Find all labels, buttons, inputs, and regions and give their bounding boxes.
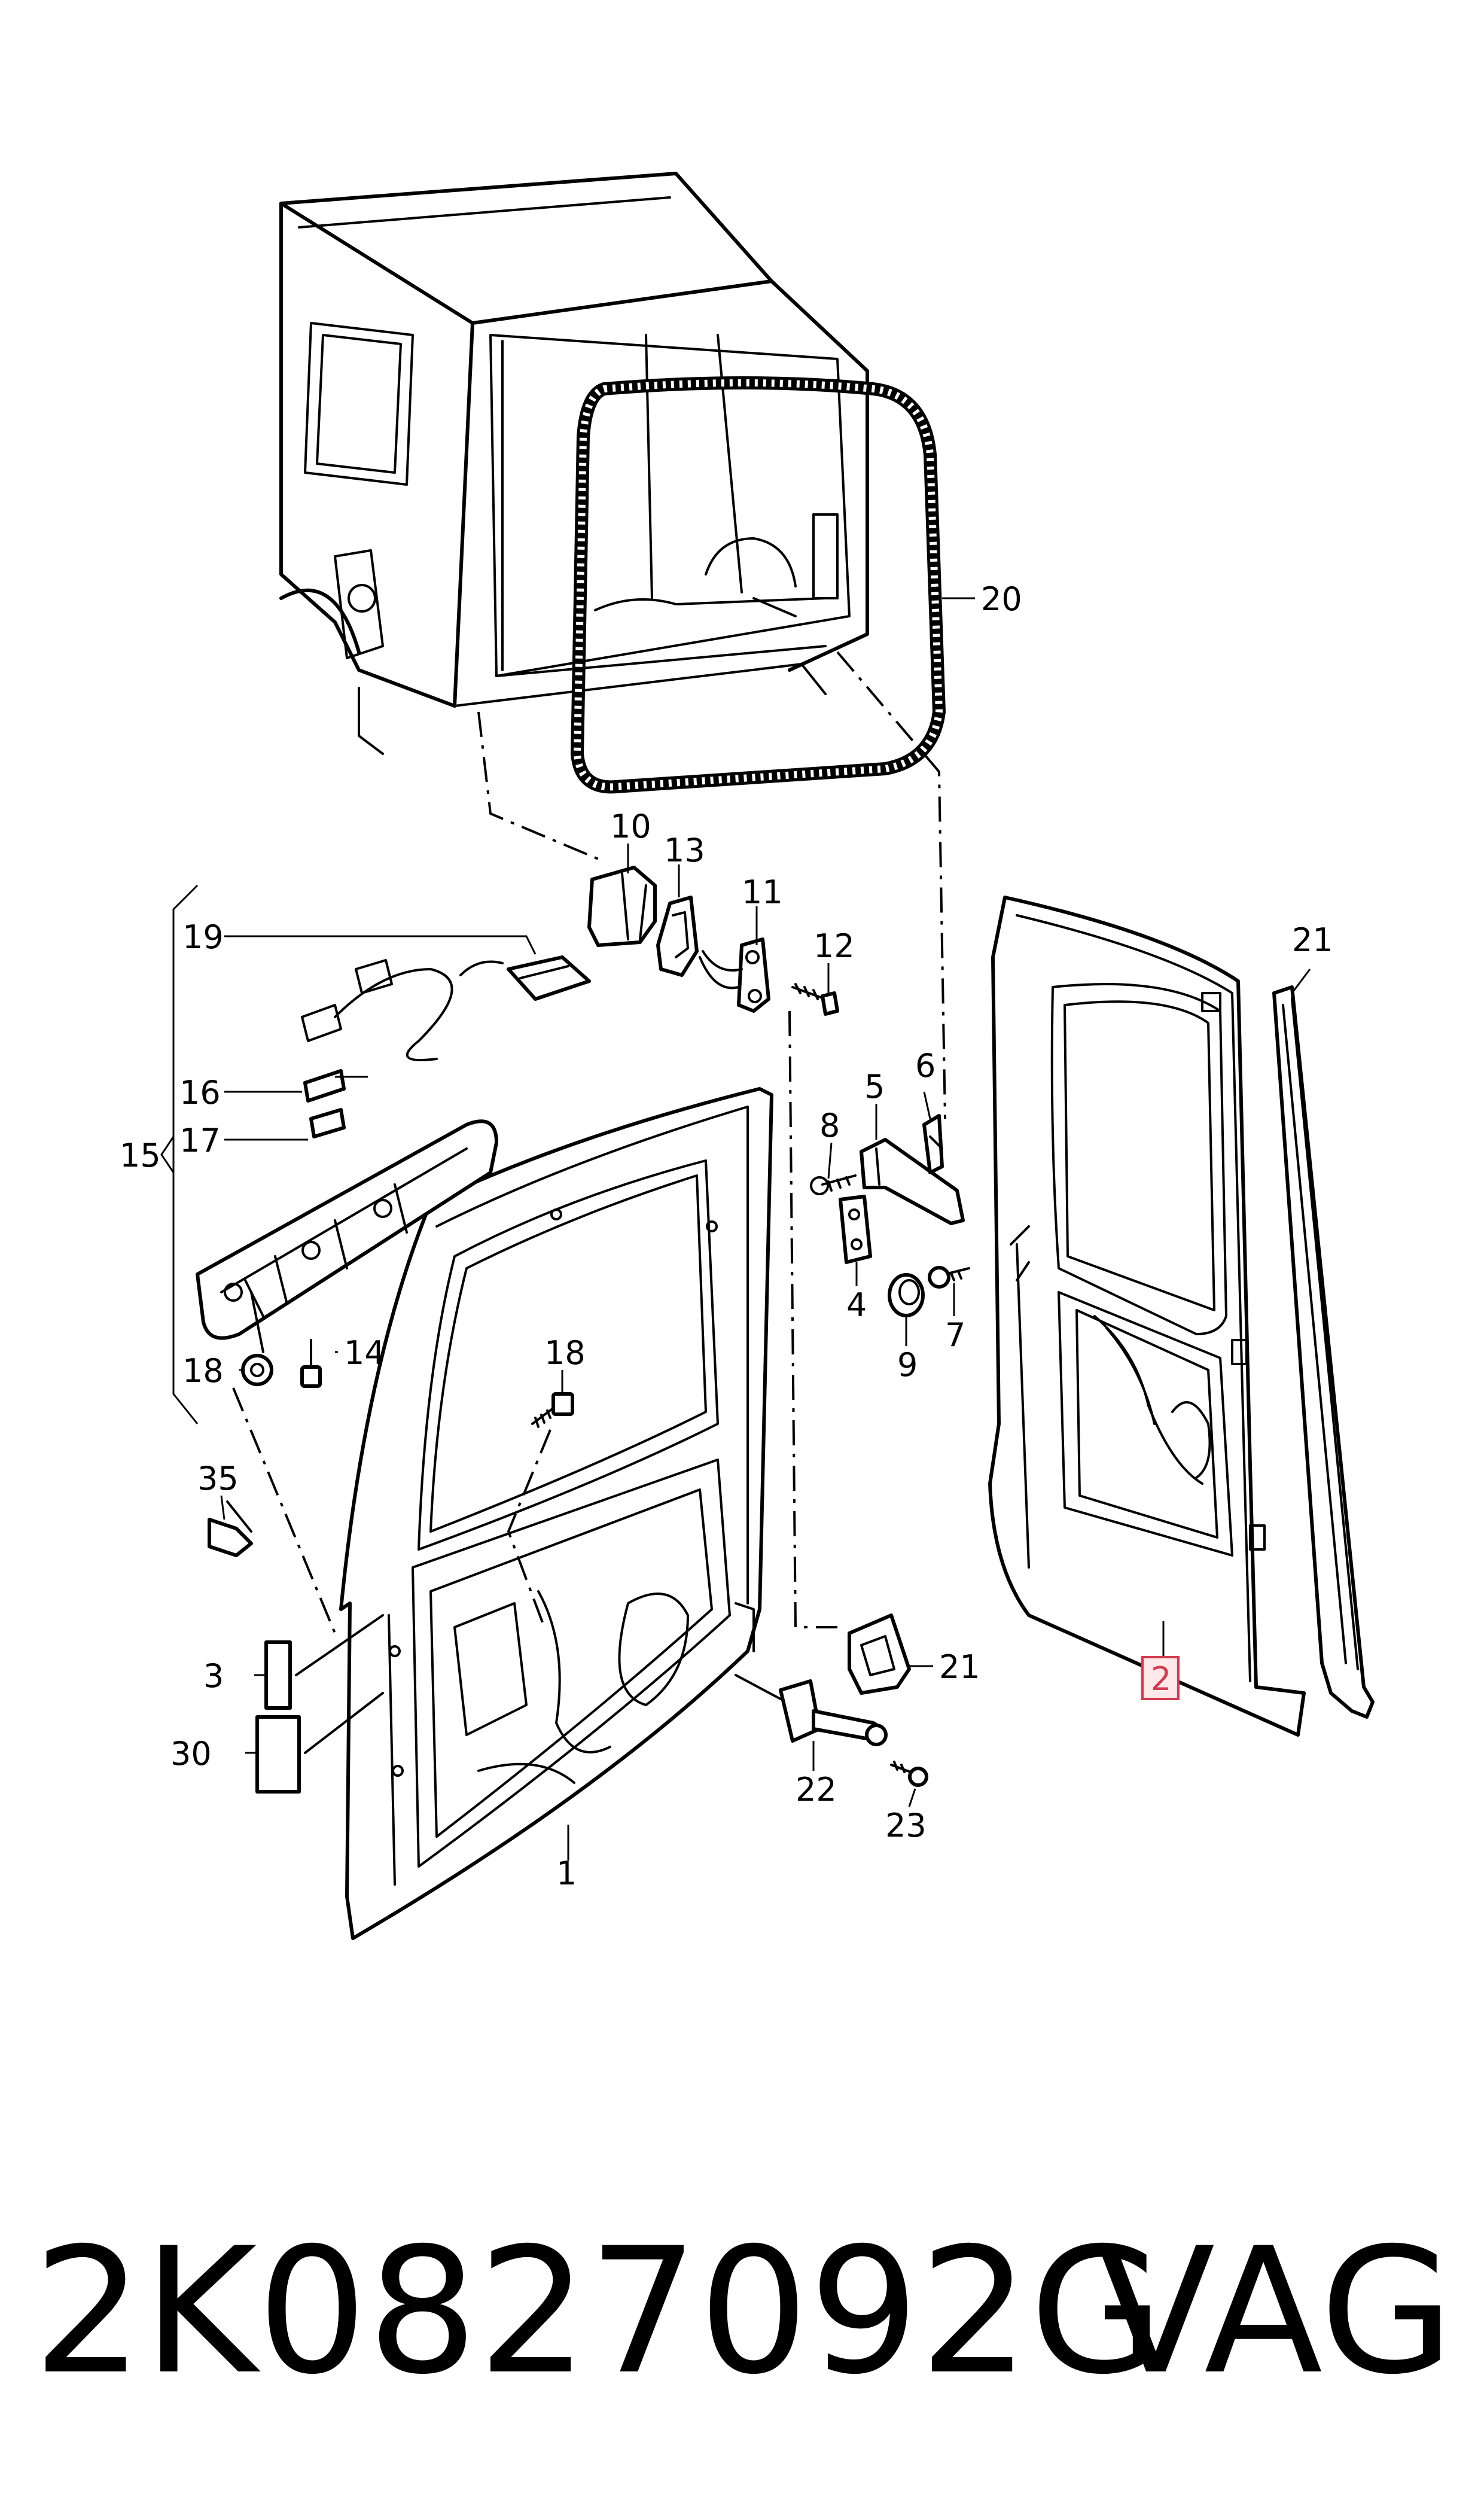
callout-27: 21 — [1292, 921, 1333, 959]
callout-3: 3 — [203, 1657, 224, 1695]
assembly-dash-lines — [232, 651, 946, 1634]
callout-2-highlight — [1141, 1656, 1180, 1700]
callout-label-21: 21 — [939, 1648, 980, 1686]
door-strip — [1272, 985, 1375, 1719]
callout-5: 5 — [864, 1068, 885, 1106]
callout-12: 12 — [813, 927, 855, 965]
stickers — [255, 1614, 384, 1794]
callout-23: 23 — [885, 1807, 927, 1844]
rear-door-right — [988, 896, 1306, 1737]
callout-13: 13 — [664, 832, 705, 869]
callout-20: 19 — [182, 918, 224, 956]
callout-4: 4 — [846, 1286, 867, 1324]
callout-22: 22 — [796, 1771, 837, 1808]
vehicle-rear-illustration — [279, 172, 869, 755]
callout-10: 10 — [610, 808, 651, 845]
callout-2: 2 — [1151, 1660, 1171, 1698]
leader-lines — [220, 597, 1311, 1861]
callout-label-18: 18 — [182, 1352, 224, 1390]
callout-8: 8 — [819, 1107, 840, 1144]
callout-16: 16 — [179, 1074, 221, 1112]
hinge-upper-assembly — [587, 866, 839, 1016]
callout-1: 1 — [556, 1855, 577, 1892]
footer: 2K0827092G VAG — [0, 2213, 1484, 2411]
handle-assembly — [160, 884, 591, 1557]
door-seal — [571, 376, 946, 794]
bolt-19 — [531, 1392, 574, 1428]
callout-7: 7 — [945, 1316, 965, 1354]
rear-door-left — [339, 1087, 773, 1940]
hinge-lower-assembly — [810, 1114, 970, 1317]
part-number: 2K0827092G — [33, 2211, 1164, 2413]
parts-diagram: 20 21 10 13 11 12 19 6 5 16 8 17 15 4 7 … — [120, 172, 1375, 1940]
callout-17: 17 — [179, 1122, 221, 1159]
callout-14: 14 — [344, 1334, 385, 1372]
callout-11: 11 — [742, 873, 783, 911]
callout-19: 18 — [544, 1334, 586, 1372]
door-check-assembly — [735, 1613, 928, 1787]
callout-15: 15 — [120, 1137, 161, 1174]
brand-name: VAG — [1096, 2211, 1454, 2413]
callout-9: 9 — [897, 1346, 918, 1384]
callout-26: 20 — [981, 580, 1022, 618]
callout-35: 35 — [197, 1460, 239, 1497]
callout-labels: 20 21 10 13 11 12 19 6 5 16 8 17 15 4 7 … — [120, 580, 1333, 1892]
callout-6: 6 — [915, 1047, 936, 1085]
callout-30: 30 — [170, 1735, 212, 1773]
